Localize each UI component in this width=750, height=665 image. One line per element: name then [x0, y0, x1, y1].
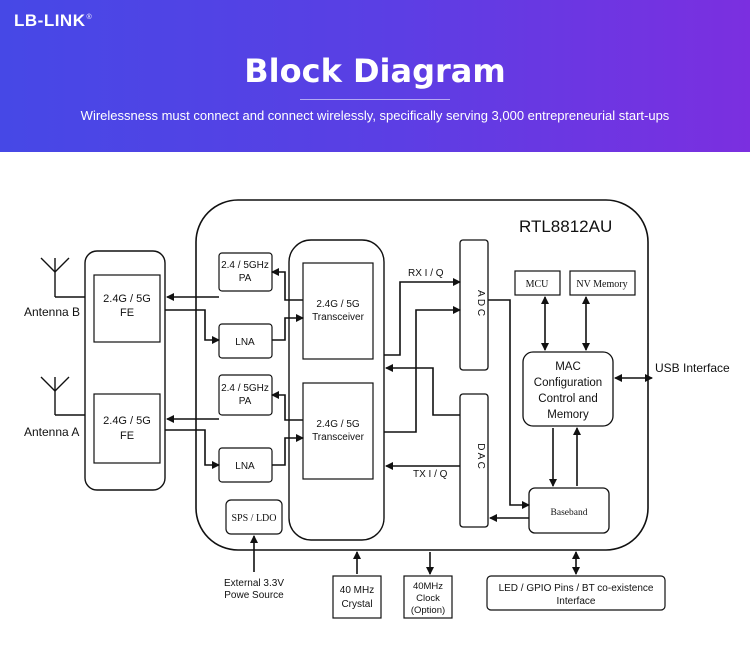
baseband-block — [528, 487, 610, 534]
brand-logo[interactable]: LB-LINK® — [14, 11, 92, 31]
clock-line2: Clock — [416, 593, 440, 604]
header-banner: LB-LINK® Block Diagram Wirelessness must… — [0, 0, 750, 152]
mcu-block — [514, 270, 561, 296]
page-subtitle: Wirelessness must connect and connect wi… — [80, 108, 670, 123]
lna-bottom-label: LNA — [235, 461, 255, 472]
adc-label: A D C — [475, 290, 486, 316]
transceiver-bottom-line2: Transceiver — [312, 432, 365, 443]
mac-line1: MAC — [555, 361, 581, 373]
baseband-label: Baseband — [551, 508, 588, 518]
transceiver-top-line2: Transceiver — [312, 312, 365, 323]
lna-top-label: LNA — [235, 337, 255, 348]
mac-line4: Memory — [547, 409, 589, 421]
logo-registered-mark: ® — [86, 14, 93, 22]
crystal-line2: Crystal — [341, 599, 372, 610]
antenna-a-icon — [40, 376, 85, 416]
nv-memory-label: NV Memory — [576, 279, 627, 290]
sps-ldo-label: SPS / LDO — [231, 513, 276, 524]
mcu-label: MCU — [526, 279, 550, 290]
transceiver-bottom-line1: 2.4G / 5G — [316, 419, 360, 430]
fe-module-outline — [84, 250, 166, 491]
title-divider — [300, 99, 450, 100]
transceiver-module-outline — [288, 239, 385, 541]
fe-block-top — [93, 274, 161, 343]
dac-block — [459, 393, 489, 528]
crystal-block — [332, 575, 382, 619]
led-gpio-block — [486, 575, 666, 611]
pa-bottom-line2: PA — [239, 396, 252, 407]
logo-text: LB-LINK — [14, 11, 86, 30]
signal-connectors — [165, 268, 653, 575]
mac-line2: Configuration — [534, 377, 602, 389]
led-gpio-line2: Interface — [557, 596, 596, 607]
fe-top-line2: FE — [120, 307, 134, 319]
antenna-a-label: Antenna A — [24, 425, 79, 439]
pa-top-line2: PA — [239, 273, 252, 284]
pa-bottom-line1: 2.4 / 5GHz — [221, 383, 269, 394]
led-gpio-line1: LED / GPIO Pins / BT co-existence — [499, 583, 654, 594]
antenna-b-icon — [40, 257, 85, 298]
pa-block-bottom — [218, 374, 273, 416]
chip-label: RTL8812AU — [519, 217, 612, 236]
clock-block — [403, 575, 453, 619]
dac-label: D A C — [475, 443, 486, 469]
pa-block-top — [218, 252, 273, 292]
crystal-line1: 40 MHz — [340, 585, 374, 596]
sps-ldo-block — [225, 499, 283, 535]
pa-top-line1: 2.4 / 5GHz — [221, 260, 269, 271]
fe-block-bottom — [93, 393, 161, 464]
tx-label: TX I / Q — [413, 469, 448, 480]
external-power-line2: Powe Source — [224, 590, 284, 601]
transceiver-block-bottom — [302, 382, 374, 480]
adc-block — [459, 239, 489, 371]
external-power-line1: External 3.3V — [224, 578, 284, 589]
mac-line3: Control and — [538, 393, 597, 405]
rx-label: RX I / Q — [408, 268, 444, 279]
antenna-b-label: Antenna B — [24, 305, 80, 319]
clock-line3: (Option) — [411, 605, 445, 616]
fe-bottom-line2: FE — [120, 430, 134, 442]
page-title: Block Diagram — [244, 52, 506, 90]
nv-memory-block — [569, 270, 636, 296]
fe-top-line1: 2.4G / 5G — [103, 293, 151, 305]
usb-interface-label: USB Interface — [655, 361, 730, 375]
transceiver-top-line1: 2.4G / 5G — [316, 299, 360, 310]
mac-block — [522, 351, 614, 427]
fe-bottom-line1: 2.4G / 5G — [103, 415, 151, 427]
clock-line1: 40MHz — [413, 581, 443, 592]
transceiver-block-top — [302, 262, 374, 360]
